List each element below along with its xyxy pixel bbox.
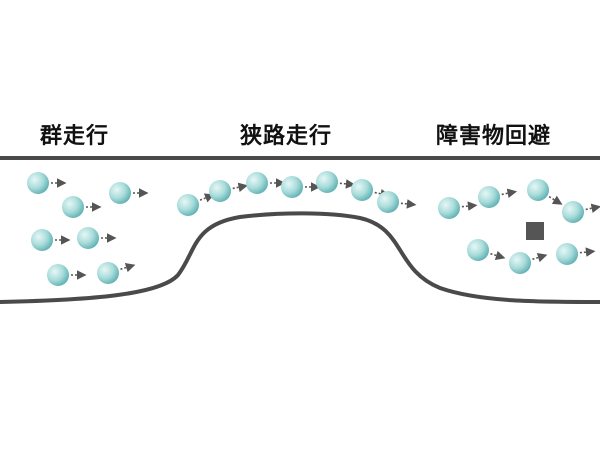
agent-dot-icon xyxy=(438,197,460,219)
label-flock: 群走行 xyxy=(40,124,110,149)
direction-arrow-icon xyxy=(490,250,506,261)
agent-dot-icon xyxy=(246,172,268,194)
agent-dot-icon xyxy=(562,201,584,223)
direction-arrow-icon xyxy=(548,195,563,205)
direction-arrow-icon xyxy=(579,247,596,257)
agent-dot-icon xyxy=(527,179,549,201)
agent-dot-icon xyxy=(509,252,531,274)
direction-arrow-icon xyxy=(120,262,136,273)
label-narrow: 狭路走行 xyxy=(240,124,333,149)
direction-arrow-icon xyxy=(585,203,600,213)
obstacle-square-icon xyxy=(526,222,544,240)
direction-arrow-icon xyxy=(461,201,478,211)
agent-dot-icon xyxy=(467,239,489,261)
agent-dot-icon xyxy=(281,176,303,198)
label-avoid: 障害物回避 xyxy=(436,124,552,149)
direction-arrow-icon xyxy=(232,182,249,192)
agent-dot-icon xyxy=(556,243,578,265)
agent-dot-icon xyxy=(62,196,84,218)
agent-dot-icon xyxy=(478,186,500,208)
agent-dot-icon xyxy=(209,180,231,202)
agent-dot-icon xyxy=(47,264,69,286)
agent-dot-icon xyxy=(316,171,338,193)
direction-arrow-icon xyxy=(532,252,548,263)
agent-dot-icon xyxy=(351,179,373,201)
bottom-wall xyxy=(0,211,600,304)
agent-dot-icon xyxy=(109,182,131,204)
agent-dot-icon xyxy=(27,172,49,194)
agent-dot-icon xyxy=(77,227,99,249)
direction-arrow-icon xyxy=(501,188,518,198)
agent-dot-icon xyxy=(177,194,199,216)
direction-arrow-icon xyxy=(400,199,417,209)
agent-dot-icon xyxy=(31,229,53,251)
agent-dot-icon xyxy=(97,262,119,284)
direction-arrow-icon xyxy=(339,179,356,189)
agent-dot-icon xyxy=(377,191,399,213)
